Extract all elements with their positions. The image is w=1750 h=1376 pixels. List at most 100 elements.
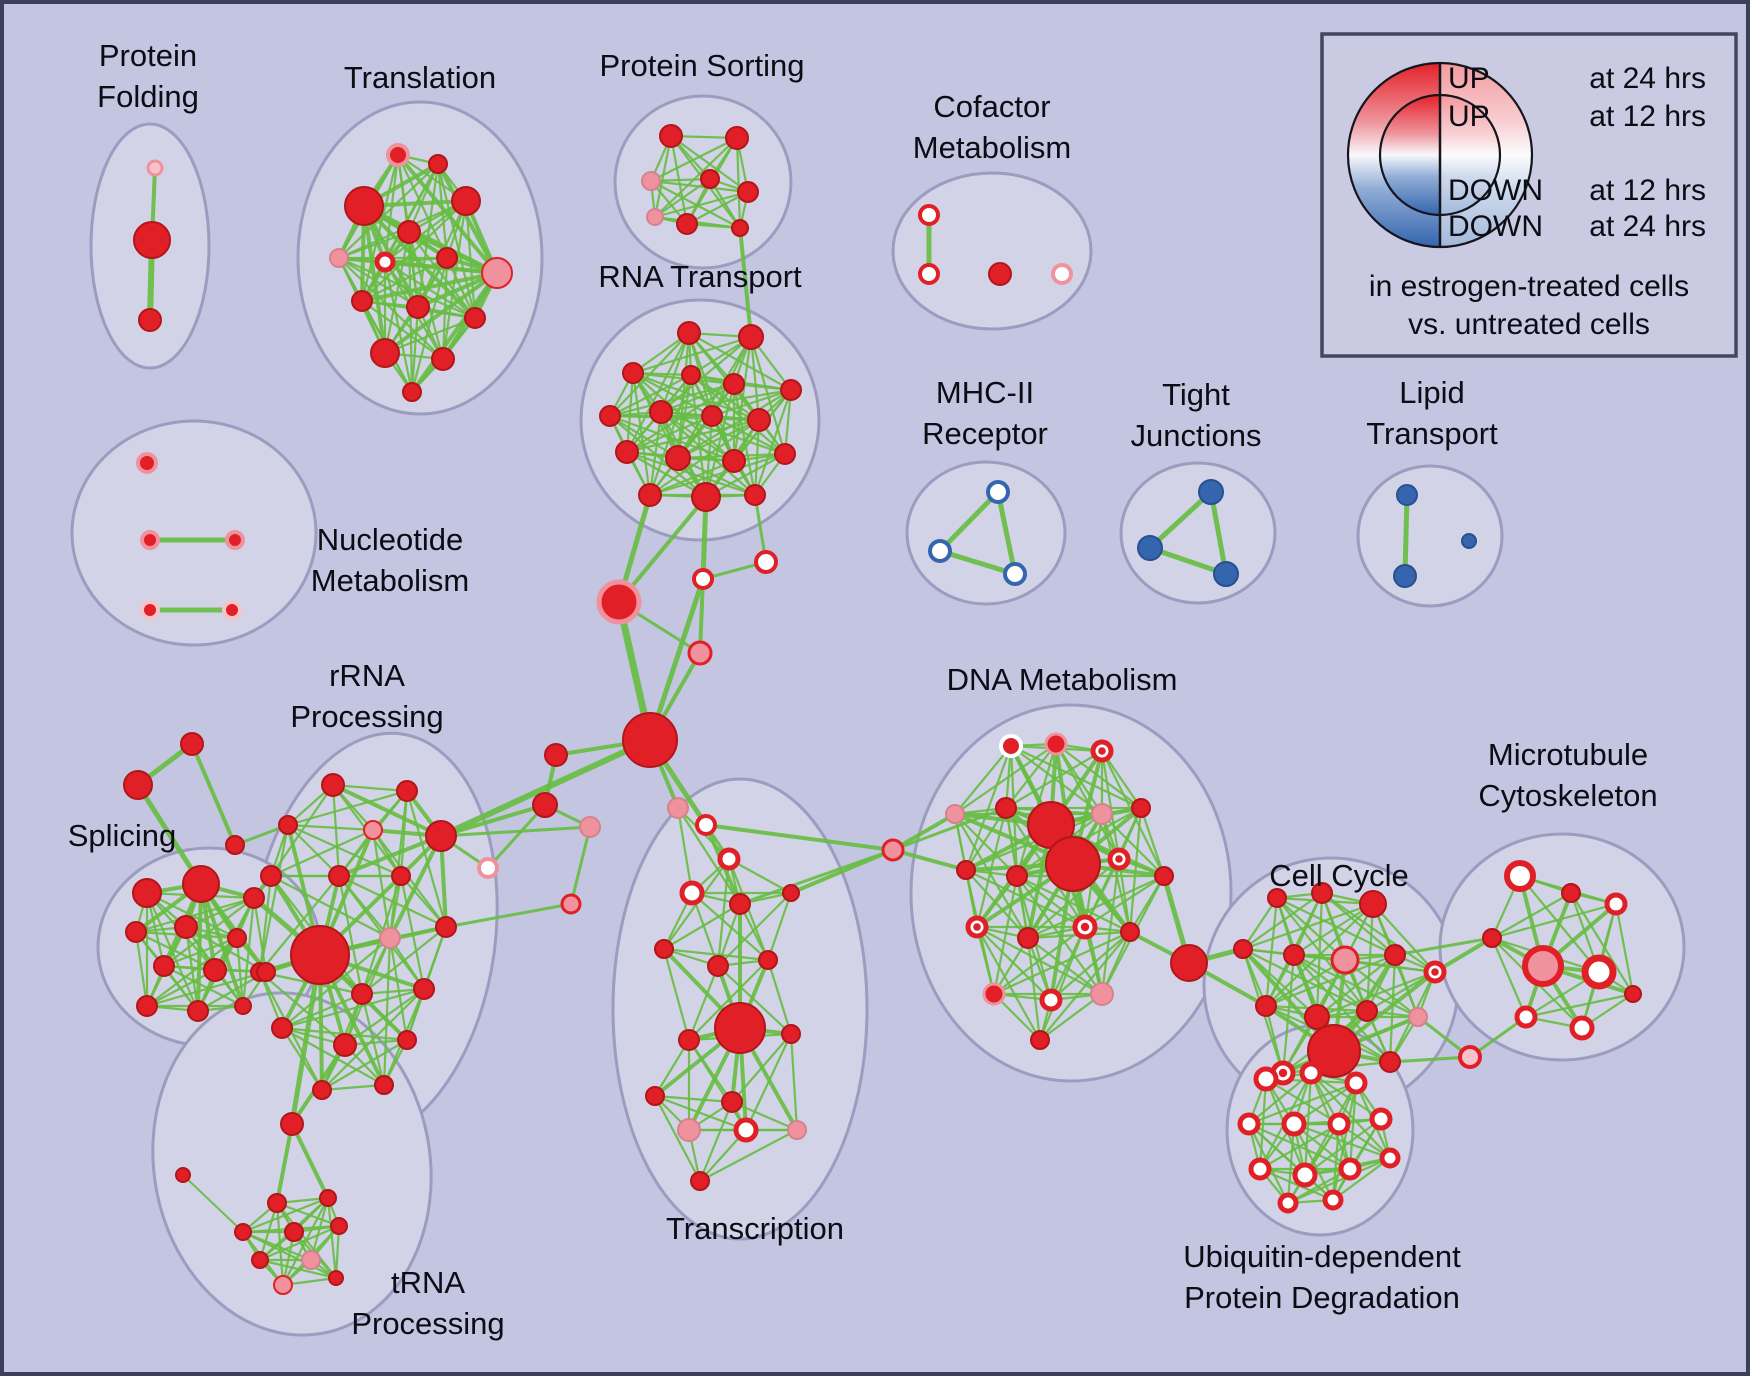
network-edge xyxy=(1026,937,1042,1041)
gene-node xyxy=(665,445,691,471)
network-edge xyxy=(654,1095,701,1182)
network-edge xyxy=(400,875,447,928)
network-edge xyxy=(134,931,149,1007)
network-edge xyxy=(1287,1156,1391,1205)
cluster-label-trna-processing: Processing xyxy=(351,1306,504,1341)
network-edge xyxy=(361,257,448,302)
gene-node xyxy=(1267,888,1287,908)
legend: UP at 24 hrs UP at 12 hrs DOWN at 12 hrs… xyxy=(1320,32,1738,358)
network-edge xyxy=(1055,743,1142,809)
gene-node xyxy=(690,1171,710,1191)
network-edge xyxy=(625,372,635,453)
gene-node xyxy=(1045,836,1101,892)
network-edge xyxy=(1039,993,1103,1041)
cluster-label-cell-cycle: Cell Cycle xyxy=(1269,858,1409,893)
network-edge xyxy=(407,163,440,233)
gene-node xyxy=(725,126,749,150)
network-edge xyxy=(993,930,1131,996)
gene-node xyxy=(182,865,220,903)
gene-node xyxy=(290,925,350,985)
network-edge xyxy=(789,1033,799,1131)
network-edge xyxy=(1491,892,1572,939)
network-edge xyxy=(388,835,443,939)
network-edge xyxy=(705,823,894,852)
network-edge xyxy=(1276,897,1346,961)
gene-node xyxy=(136,995,158,1017)
network-edge xyxy=(445,902,572,929)
network-edge xyxy=(662,948,691,1041)
network-edge xyxy=(182,1174,244,1233)
network-edge xyxy=(146,937,238,1007)
cluster-label-rrna-processing: Processing xyxy=(290,699,443,734)
network-edge xyxy=(281,937,391,1029)
network-edge xyxy=(731,1033,792,1103)
network-edge xyxy=(1348,1082,1358,1170)
gene-node xyxy=(701,405,723,427)
gene-node xyxy=(1292,1162,1318,1188)
gene-node xyxy=(330,1217,348,1235)
network-edge xyxy=(1372,903,1436,973)
network-edge xyxy=(1148,490,1213,550)
network-edge xyxy=(276,1201,340,1228)
gene-node xyxy=(1255,995,1277,1017)
gene-node xyxy=(707,955,729,977)
cluster-label-transcription: Transcription xyxy=(666,1211,844,1246)
network-edge xyxy=(738,227,753,338)
cluster-ellipse-nucleotide-metabolism xyxy=(70,419,318,647)
gene-node xyxy=(329,248,349,268)
network-edge xyxy=(331,784,341,877)
cluster-label-dna-metabolism: DNA Metabolism xyxy=(947,662,1178,697)
network-edge xyxy=(1394,936,1493,957)
gene-node xyxy=(1311,882,1333,904)
gene-node xyxy=(260,865,282,887)
network-edge xyxy=(891,812,957,852)
cluster-label-ubiquitin-degradation: Protein Degradation xyxy=(1184,1280,1460,1315)
network-edge xyxy=(609,414,735,463)
network-edge xyxy=(439,737,652,839)
gene-node xyxy=(1393,564,1417,588)
gene-node xyxy=(723,373,745,395)
network-edge xyxy=(749,336,787,455)
network-edge xyxy=(384,316,476,355)
legend-right-half-overlay xyxy=(1440,63,1532,247)
network-edge xyxy=(486,803,547,870)
gene-node xyxy=(744,484,766,506)
gene-node xyxy=(379,927,401,949)
gene-node xyxy=(138,308,162,332)
gene-node xyxy=(677,321,701,345)
gene-node xyxy=(999,734,1023,758)
cluster-label-mhc-ii-receptor: MHC-II xyxy=(936,375,1034,410)
gene-node-center-dot xyxy=(1115,855,1123,863)
gene-node xyxy=(370,338,400,368)
network-edge xyxy=(405,790,448,928)
gene-node xyxy=(140,530,160,550)
gene-node xyxy=(267,1193,287,1213)
cluster-ellipse-tight-junctions xyxy=(1119,461,1277,605)
gene-node xyxy=(737,181,759,203)
gene-node xyxy=(413,978,435,1000)
network-edge xyxy=(1525,992,1634,1019)
gene-node xyxy=(679,880,705,906)
network-edge xyxy=(384,261,476,319)
gene-node xyxy=(140,600,160,620)
network-edge xyxy=(965,812,1103,872)
network-edge xyxy=(609,415,679,459)
network-edge xyxy=(663,947,769,962)
network-edge xyxy=(1100,750,1121,860)
legend-up-12-time: at 12 hrs xyxy=(1589,100,1706,133)
gene-node xyxy=(774,443,796,465)
cluster-label-cofactor-metabolism: Metabolism xyxy=(913,130,1072,165)
gene-node xyxy=(1369,1107,1393,1131)
connector-node xyxy=(579,816,601,838)
gene-node xyxy=(956,860,976,880)
gene-node xyxy=(1154,866,1174,886)
gene-node xyxy=(431,347,455,371)
connector-node xyxy=(280,1112,304,1136)
network-edge xyxy=(321,1039,408,1091)
network-edge xyxy=(135,783,204,886)
connector-node xyxy=(175,1167,191,1183)
network-edge xyxy=(1259,1123,1340,1170)
cluster-label-mhc-ii-receptor: Receptor xyxy=(922,416,1048,451)
gene-node xyxy=(1283,944,1305,966)
